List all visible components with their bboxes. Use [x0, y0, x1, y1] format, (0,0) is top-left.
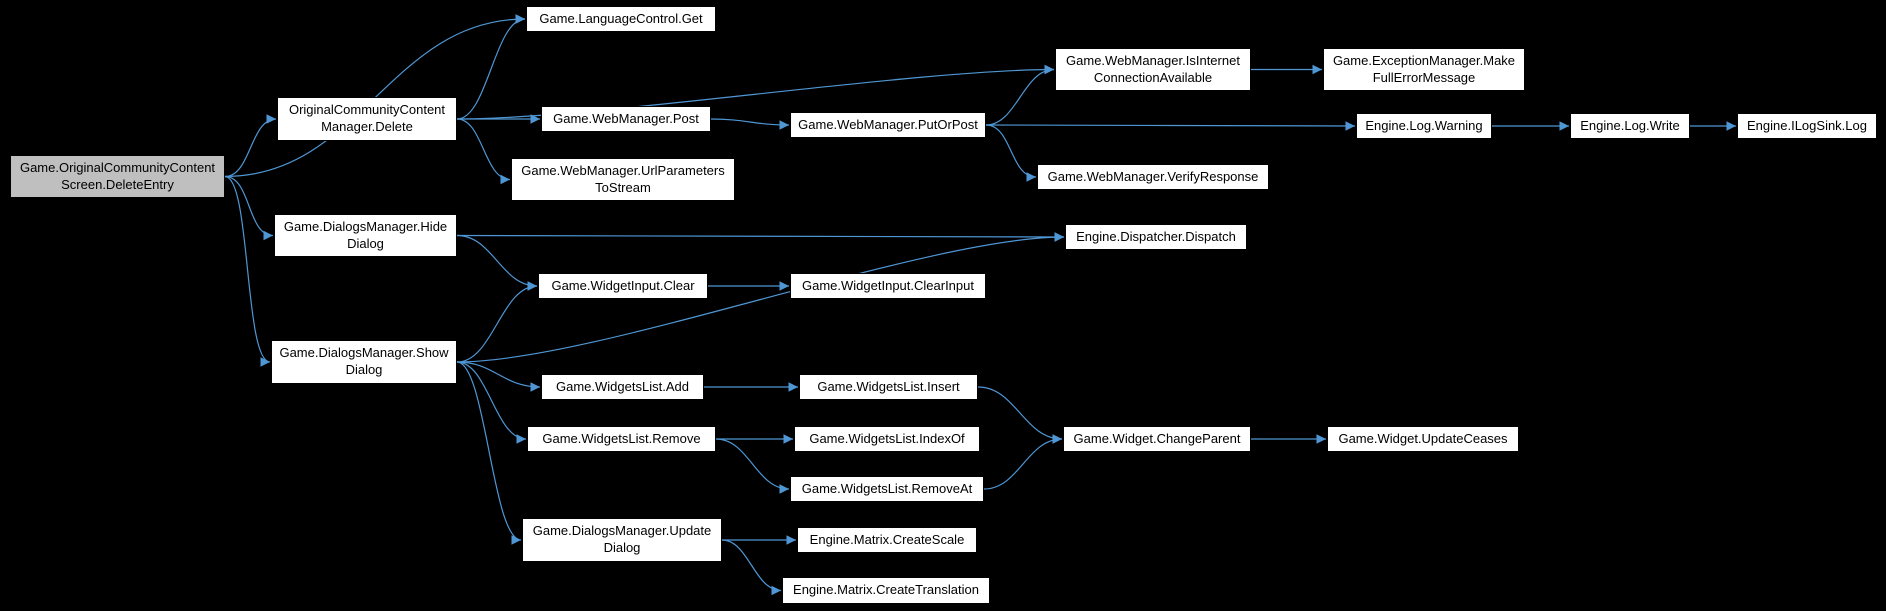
edge-show-dialog--update-dialog: [456, 361, 522, 545]
edge-put-or-post--is-internet: [985, 64, 1055, 126]
edge-manager-delete--is-internet: [456, 64, 1055, 120]
edge-manager-delete--lang-get: [456, 14, 526, 120]
node-change-parent[interactable]: Game.Widget.ChangeParent: [1063, 426, 1251, 452]
node-lang-get[interactable]: Game.LanguageControl.Get: [526, 6, 716, 32]
node-verify-response[interactable]: Game.WebManager.VerifyResponse: [1037, 164, 1269, 190]
node-log-warning[interactable]: Engine.Log.Warning: [1356, 113, 1492, 139]
edge-show-dialog--list-remove: [456, 361, 527, 444]
edge-put-or-post--log-warning: [985, 121, 1356, 131]
node-delete-entry: Game.OriginalCommunityContent Screen.Del…: [10, 155, 225, 198]
node-list-indexof[interactable]: Game.WidgetsList.IndexOf: [794, 426, 980, 452]
edge-hide-dialog--widget-clear: [456, 234, 538, 291]
node-is-internet[interactable]: Game.WebManager.IsInternet ConnectionAva…: [1055, 48, 1251, 91]
node-make-full-error[interactable]: Game.ExceptionManager.Make FullErrorMess…: [1323, 48, 1525, 91]
node-create-scale[interactable]: Engine.Matrix.CreateScale: [797, 527, 977, 553]
edge-put-or-post--verify-response: [985, 124, 1037, 182]
edge-web-post--put-or-post: [710, 118, 790, 130]
node-dispatch[interactable]: Engine.Dispatcher.Dispatch: [1065, 224, 1247, 250]
edge-list-insert--change-parent: [977, 386, 1063, 444]
node-ilogsink-log[interactable]: Engine.ILogSink.Log: [1737, 113, 1877, 139]
edge-list-remove--list-removeat: [715, 438, 790, 494]
node-hide-dialog[interactable]: Game.DialogsManager.Hide Dialog: [274, 214, 457, 257]
node-list-removeat[interactable]: Game.WidgetsList.RemoveAt: [790, 476, 984, 502]
node-update-ceases[interactable]: Game.Widget.UpdateCeases: [1327, 426, 1519, 452]
edge-show-dialog--widget-clear: [456, 281, 538, 363]
node-show-dialog[interactable]: Game.DialogsManager.Show Dialog: [271, 340, 457, 384]
edge-delete-entry--manager-delete: [224, 114, 277, 178]
edge-delete-entry--hide-dialog: [224, 175, 274, 241]
node-update-dialog[interactable]: Game.DialogsManager.Update Dialog: [522, 518, 722, 562]
node-clear-input[interactable]: Game.WidgetInput.ClearInput: [790, 273, 986, 299]
node-put-or-post[interactable]: Game.WebManager.PutOrPost: [790, 112, 986, 138]
node-web-post[interactable]: Game.WebManager.Post: [541, 106, 711, 132]
edge-list-removeat--change-parent: [983, 434, 1063, 490]
node-create-translation[interactable]: Engine.Matrix.CreateTranslation: [782, 577, 990, 604]
edge-update-dialog--create-translation: [721, 539, 782, 596]
edge-show-dialog--list-add: [456, 361, 541, 392]
edge-manager-delete--url-params: [456, 118, 511, 185]
node-log-write[interactable]: Engine.Log.Write: [1570, 113, 1690, 139]
edge-hide-dialog--dispatch: [456, 232, 1065, 242]
node-list-insert[interactable]: Game.WidgetsList.Insert: [799, 374, 978, 400]
node-list-remove[interactable]: Game.WidgetsList.Remove: [527, 426, 716, 452]
edge-delete-entry--show-dialog: [224, 175, 271, 367]
node-manager-delete[interactable]: OriginalCommunityContent Manager.Delete: [277, 97, 457, 141]
node-url-params[interactable]: Game.WebManager.UrlParameters ToStream: [511, 158, 735, 201]
node-widget-clear[interactable]: Game.WidgetInput.Clear: [538, 273, 708, 299]
edge-show-dialog--dispatch: [456, 232, 1065, 363]
node-list-add[interactable]: Game.WidgetsList.Add: [541, 374, 704, 400]
